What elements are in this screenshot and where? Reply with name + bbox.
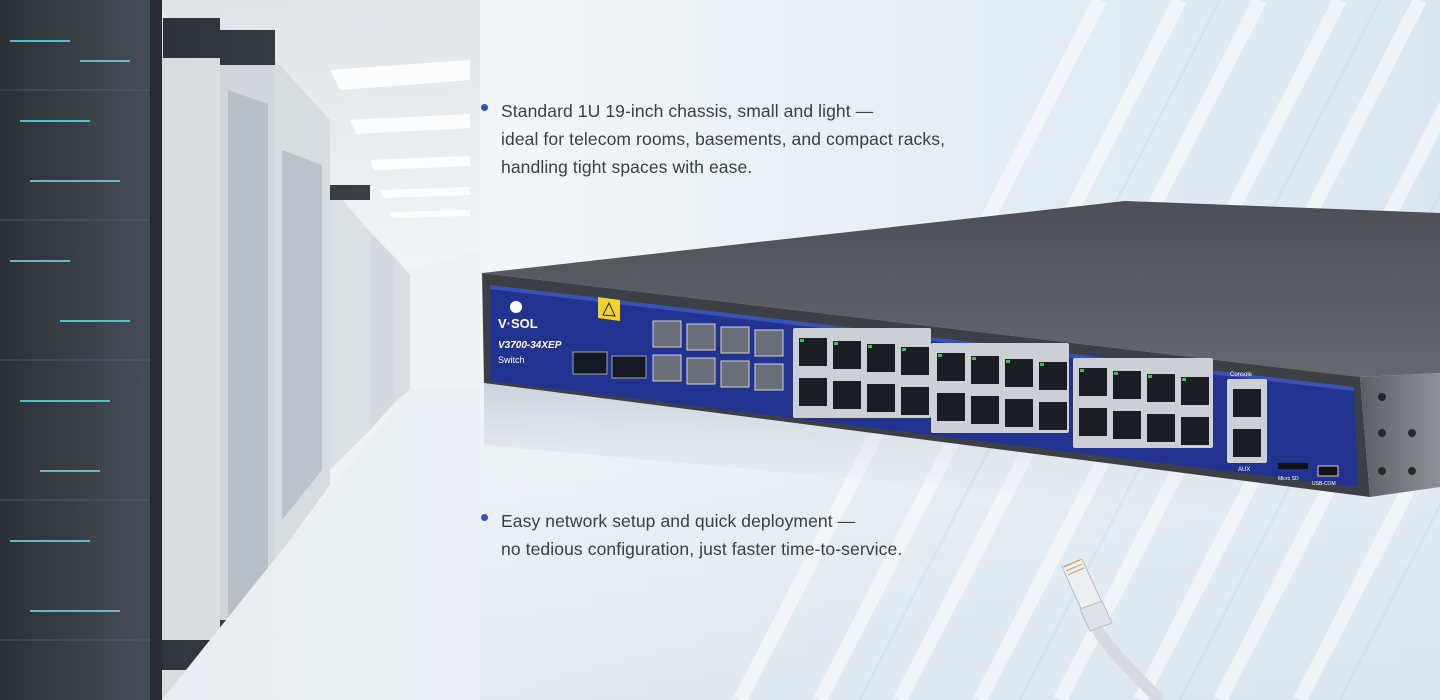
- feature-bullet-chassis: Standard 1U 19-inch chassis, small and l…: [481, 97, 945, 181]
- svg-text:V·SOL: V·SOL: [498, 316, 538, 331]
- svg-text:AUX: AUX: [1238, 467, 1250, 473]
- bullet-dot-icon: [481, 514, 488, 521]
- svg-text:USB-COM: USB-COM: [1312, 481, 1336, 487]
- feature-line: Standard 1U 19-inch chassis, small and l…: [501, 101, 874, 121]
- svg-text:Switch: Switch: [498, 355, 525, 365]
- svg-text:V3700-34XEP: V3700-34XEP: [498, 340, 562, 351]
- feature-line: handling tight spaces with ease.: [501, 157, 753, 177]
- feature-line: ideal for telecom rooms, basements, and …: [501, 129, 946, 149]
- svg-text:Micro SD: Micro SD: [1278, 476, 1299, 482]
- bullet-dot-icon: [481, 104, 488, 111]
- feature-bullet-deployment: Easy network setup and quick deployment …: [481, 507, 902, 563]
- datacenter-photo: [0, 0, 480, 700]
- brand-label: V·SOL V3700-34XEP Switch: [498, 301, 562, 365]
- feature-line: no tedious configuration, just faster ti…: [501, 539, 903, 559]
- feature-text: Easy network setup and quick deployment …: [501, 507, 902, 563]
- feature-text: Standard 1U 19-inch chassis, small and l…: [501, 97, 945, 181]
- ethernet-cable-image: [1061, 558, 1165, 700]
- feature-line: Easy network setup and quick deployment …: [501, 511, 856, 531]
- svg-text:Console: Console: [1230, 372, 1253, 378]
- switch-image: V·SOL V3700-34XEP Switch: [482, 201, 1440, 515]
